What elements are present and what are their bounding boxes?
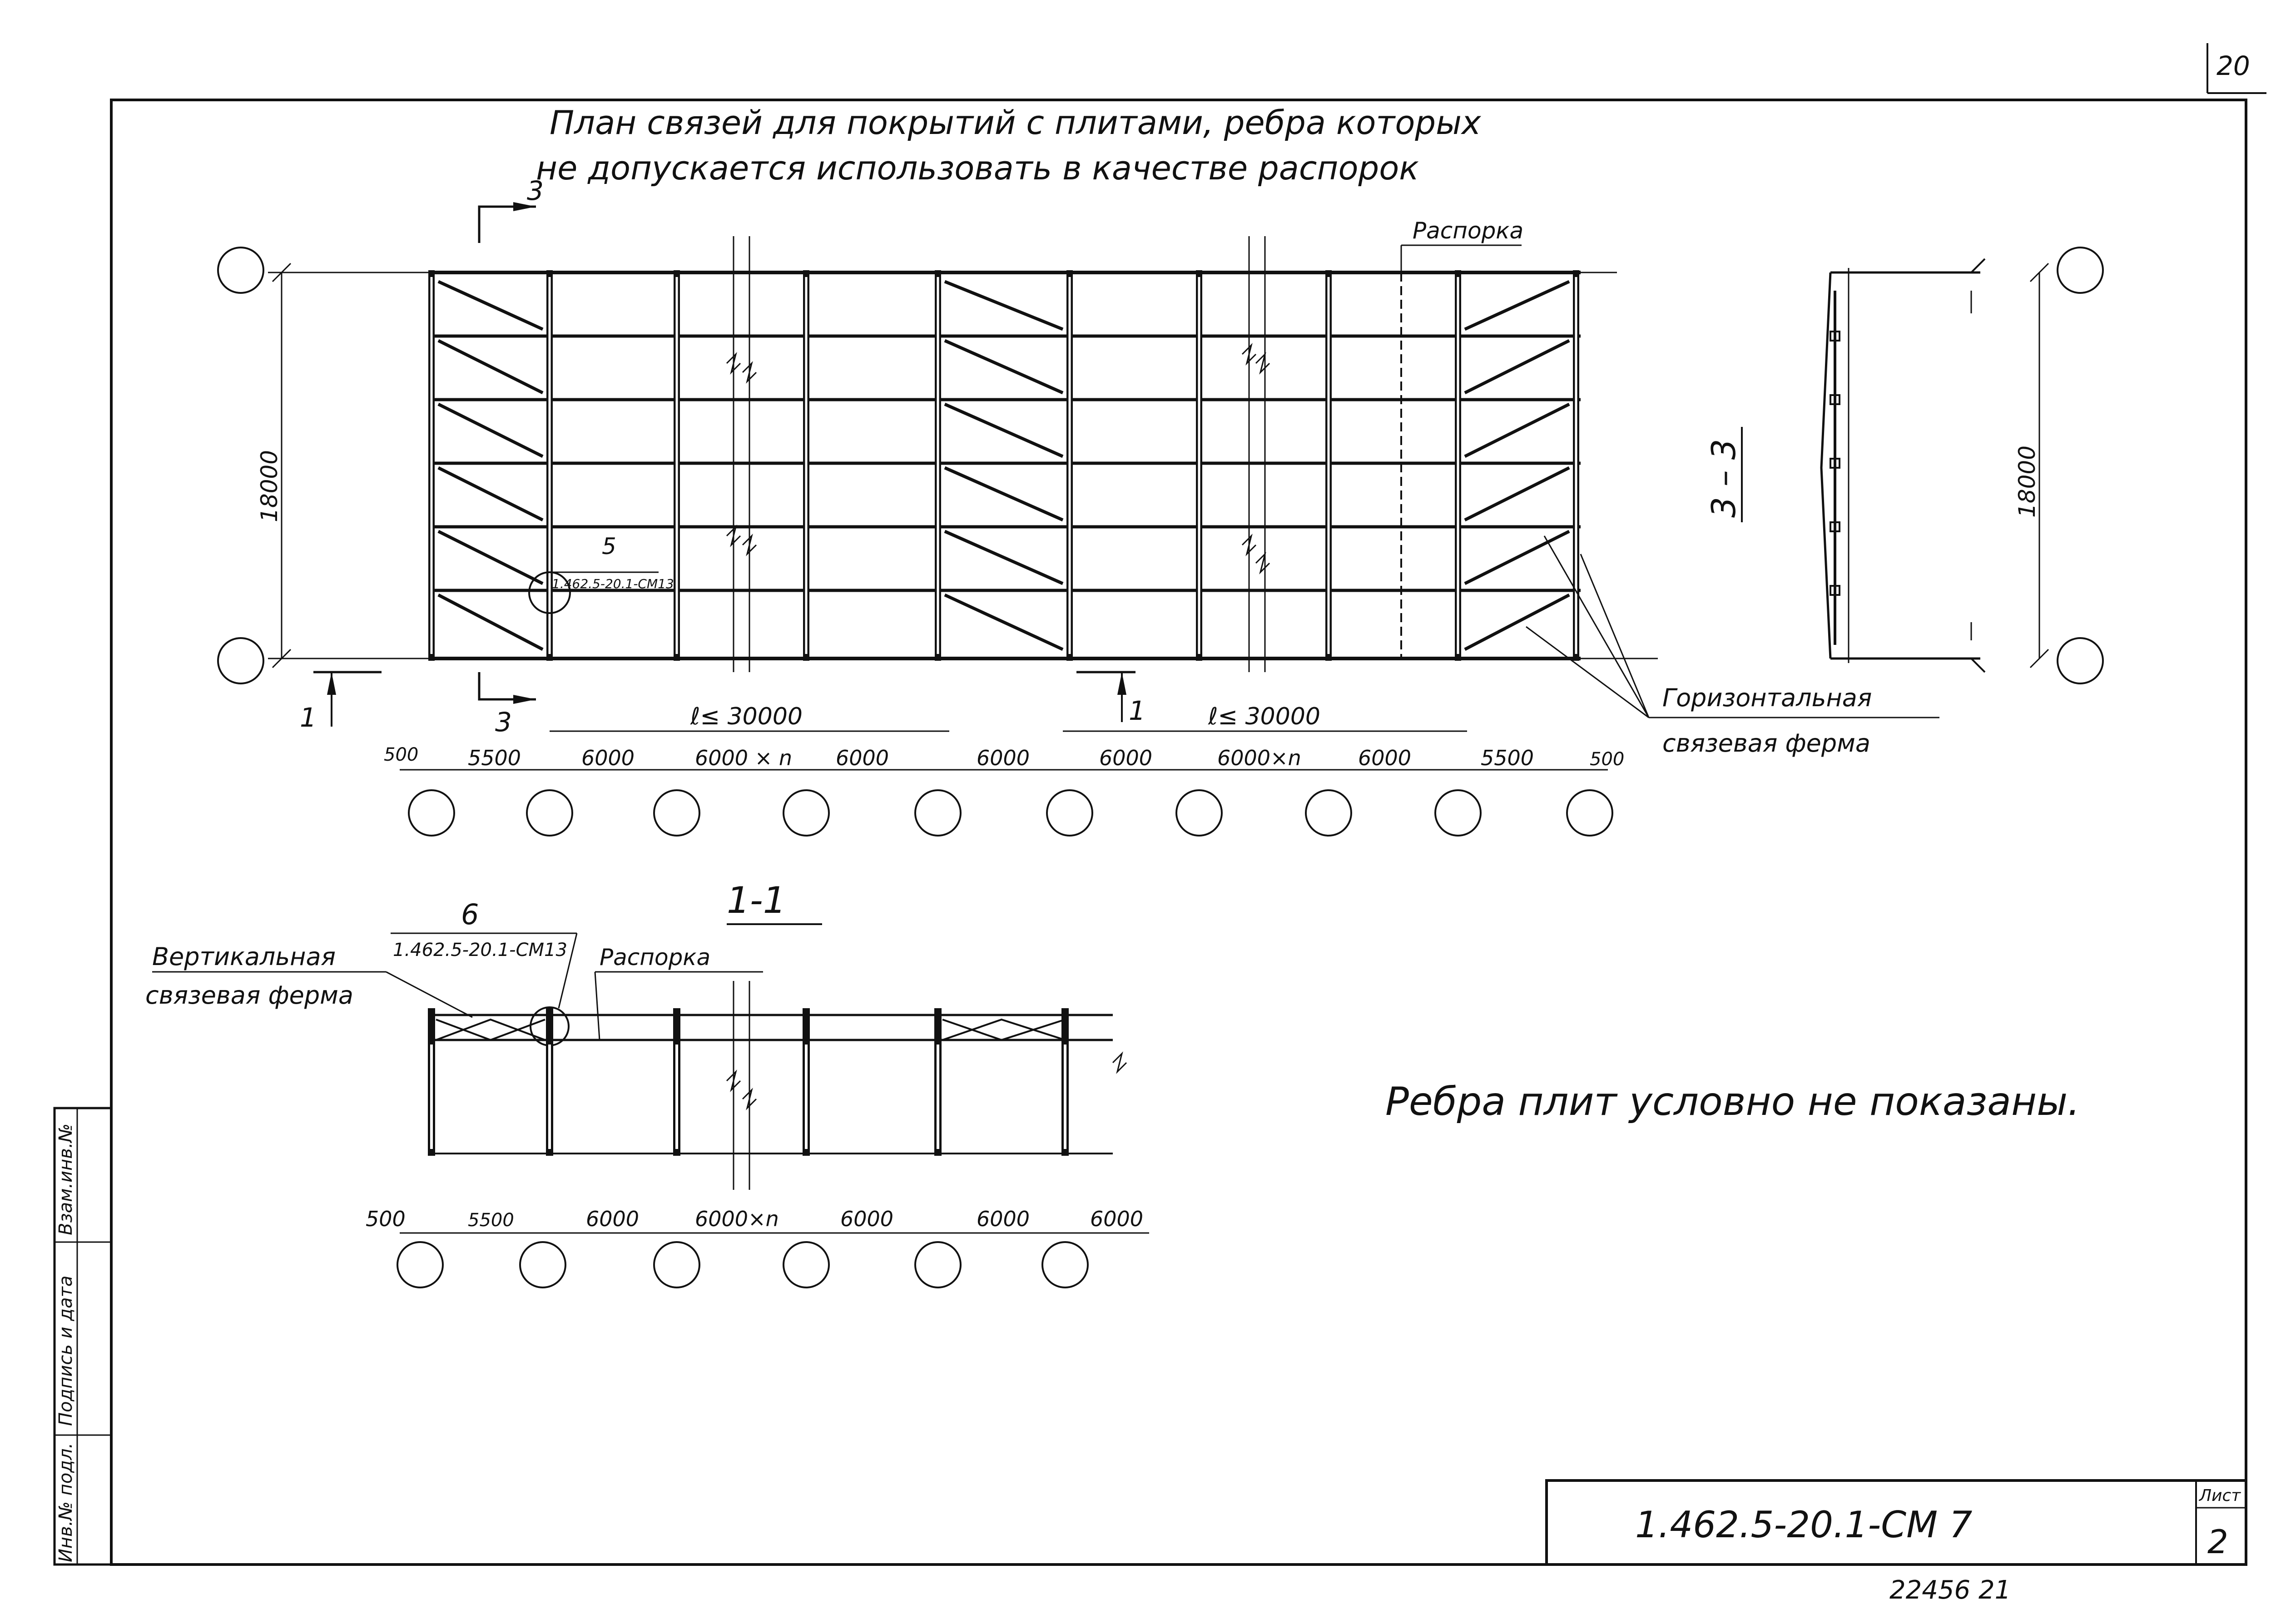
section-1-1-strut-label: Распорка	[600, 944, 710, 970]
sheet-corner-number: 20	[2216, 50, 2250, 81]
svg-text:6000 × n: 6000 × n	[695, 746, 792, 770]
vertical-truss-label-line1: Вертикальная	[152, 942, 336, 971]
section-3-3-axis-bottom	[2057, 637, 2104, 684]
svg-text:3: 3	[527, 175, 544, 206]
bracing-plan: Распорка 18000 5 1.462.5-20.1-СМ13 3 3	[217, 175, 1939, 837]
plan-dim-vertical: 18000	[256, 450, 283, 522]
vertical-truss-label-line2: связевая ферма	[145, 981, 353, 1010]
sheet-frame: 20	[110, 43, 2266, 1566]
break-lines	[726, 236, 1270, 672]
section-1-1-detail-ref: 1.462.5-20.1-СМ13	[393, 940, 567, 961]
stamp-replaced-inv: Взам.инв.№	[55, 1124, 76, 1235]
svg-text:6000: 6000	[977, 746, 1030, 770]
footer-code: 22456 21	[1889, 1575, 2011, 1605]
stamp-inv-number: Инв.№ подл.	[55, 1443, 76, 1562]
section-3-3-dim-vertical: 18000	[2014, 446, 2040, 518]
svg-text:6000: 6000	[836, 746, 889, 770]
section-marker-3-top: 3	[478, 175, 544, 243]
svg-text:5500: 5500	[468, 746, 521, 770]
plan-title-line1: План связей для покрытий с плитами, ребр…	[550, 104, 1482, 142]
svg-text:500: 500	[1590, 749, 1624, 770]
svg-text:6000: 6000	[1090, 1207, 1143, 1231]
section-marker-1-right: 1	[1076, 671, 1145, 726]
designation: 1.462.5-20.1-СМ 7	[1635, 1504, 1973, 1546]
node-detail-circle	[528, 571, 571, 614]
section-1-1-axis-circles	[397, 1241, 1089, 1288]
svg-text:1: 1	[1129, 695, 1145, 726]
note-ribs-not-shown: Ребра плит условно не показаны.	[1385, 1079, 2080, 1124]
plan-title-line2: не допускается использовать в качестве р…	[536, 149, 1419, 187]
svg-text:6000: 6000	[1358, 746, 1411, 770]
title-block: 1.462.5-20.1-СМ 7 Лист 2	[1545, 1479, 2247, 1566]
node-detail-ref: 1.462.5-20.1-СМ13	[552, 576, 674, 591]
svg-text:500: 500	[384, 744, 418, 765]
horizontal-bracing-diagonals	[437, 280, 1570, 651]
purlin-lines	[431, 334, 1581, 592]
section-1-1-spacing-labels: 500 5500 6000 6000×n 6000 6000 6000	[366, 1207, 1143, 1231]
svg-text:6000: 6000	[1099, 746, 1152, 770]
section-1-1-detail-number: 6	[461, 898, 479, 931]
svg-text:1: 1	[300, 702, 317, 733]
plan-spacing-labels: 500 5500 6000 6000 × n 6000 6000 6000 60…	[384, 744, 1624, 770]
horizontal-truss-label-line2: связевая ферма	[1662, 729, 1870, 758]
plan-strut-label: Распорка	[1413, 218, 1523, 244]
node-detail-number: 5	[602, 533, 616, 559]
roof-trusses	[428, 270, 1579, 661]
span-limit-left: ℓ≤ 30000	[690, 703, 803, 730]
svg-text:6000: 6000	[586, 1207, 639, 1231]
plan-title: План связей для покрытий с плитами, ребр…	[536, 104, 1482, 187]
section-marker-1-left: 1	[300, 671, 382, 733]
svg-text:5500: 5500	[1481, 746, 1534, 770]
section-1-1: 1-1 6 1.462.5-20.1-СМ13 Вертикальная свя…	[145, 879, 1149, 1288]
svg-text:6000: 6000	[581, 746, 635, 770]
section-3-3-axis-top	[2057, 247, 2104, 294]
svg-text:6000×n: 6000×n	[695, 1207, 779, 1231]
axis-circle-a	[217, 247, 264, 294]
span-limit-right: ℓ≤ 30000	[1208, 703, 1320, 730]
svg-text:6000×n: 6000×n	[1217, 746, 1301, 770]
svg-text:5500: 5500	[468, 1210, 514, 1231]
horizontal-truss-label-line1: Горизонтальная	[1662, 683, 1872, 712]
svg-text:3: 3	[495, 707, 512, 738]
stamp-sidebar: Инв.№ подл. Подпись и дата Взам.инв.№	[53, 1107, 113, 1566]
svg-text:500: 500	[366, 1207, 406, 1231]
section-marker-3-bottom: 3	[478, 672, 536, 738]
svg-text:6000: 6000	[840, 1207, 893, 1231]
axis-circle-b	[217, 637, 264, 684]
svg-text:6000: 6000	[977, 1207, 1030, 1231]
section-3-3-label: 3 – 3	[1705, 439, 1743, 518]
section-1-1-label: 1-1	[727, 879, 786, 921]
sheet-label: Лист	[2198, 1486, 2241, 1505]
section-3-3: 18000 3 – 3	[1705, 247, 2104, 684]
stamp-signature-date: Подпись и дата	[55, 1276, 76, 1426]
sheet-number: 2	[2207, 1523, 2228, 1561]
plan-axis-circles	[408, 789, 1613, 837]
